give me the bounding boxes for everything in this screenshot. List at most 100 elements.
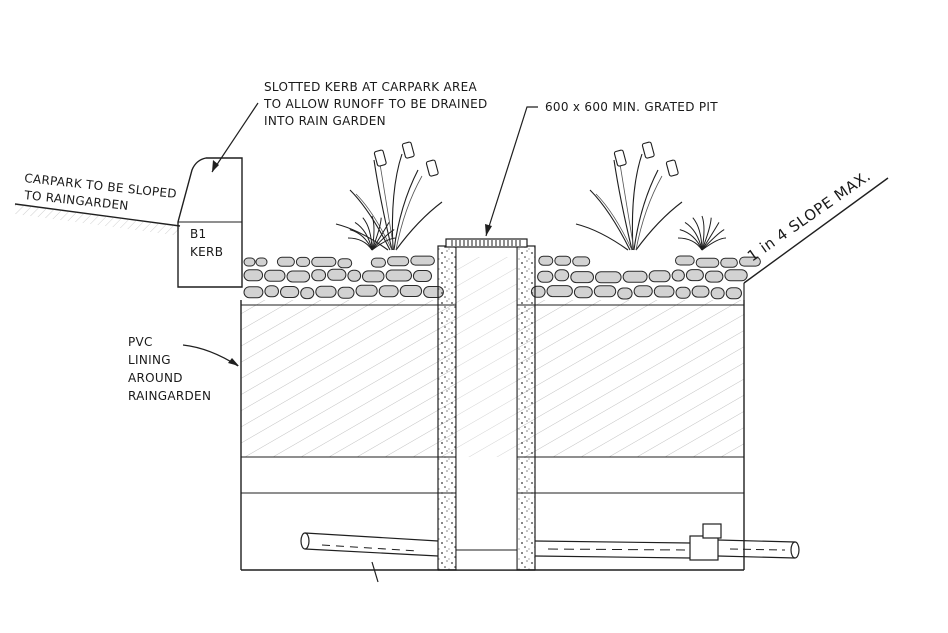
rock <box>538 255 554 266</box>
rock <box>385 269 413 282</box>
shrub-frond <box>701 229 725 251</box>
b1-kerb <box>177 157 243 288</box>
plant-leaf <box>619 163 635 251</box>
rock <box>573 286 593 299</box>
plant-icon <box>335 141 443 251</box>
rock <box>295 256 311 267</box>
plant-leaf <box>393 169 419 251</box>
shrub-frond <box>701 215 705 251</box>
shrub-frond <box>349 229 373 251</box>
kerb-type-label-1: B1 <box>190 227 206 241</box>
rock <box>724 269 748 282</box>
grate-icon <box>445 238 528 248</box>
arrowhead <box>485 224 492 236</box>
rock <box>739 256 761 267</box>
lining-note-line-3: AROUND <box>128 371 183 385</box>
slope-label: 1 in 4 SLOPE MAX. <box>744 167 874 266</box>
plant-leaf <box>379 163 395 251</box>
cattail-head <box>613 149 627 167</box>
rock <box>286 270 311 283</box>
rock <box>243 257 256 267</box>
rock <box>243 286 264 299</box>
plant-leaf <box>395 201 443 251</box>
rock <box>243 269 264 282</box>
arrowhead <box>212 160 219 172</box>
kerb-note-line-3: INTO RAIN GARDEN <box>264 114 386 128</box>
shrub-frond <box>692 217 703 251</box>
shrub-frond <box>371 229 395 251</box>
rock <box>337 286 355 299</box>
pipe-icon <box>300 523 800 561</box>
rock <box>633 285 653 298</box>
cattail-head <box>641 141 655 159</box>
rock <box>704 270 724 283</box>
rock <box>572 256 591 267</box>
rock <box>554 255 572 266</box>
rock <box>648 270 671 283</box>
kerb-type-label-2: KERB <box>190 245 223 259</box>
lining-note-line-4: RAINGARDEN <box>128 389 211 403</box>
plant-leaf <box>633 169 659 251</box>
rock <box>622 270 648 283</box>
rock <box>387 256 410 267</box>
plant-leaf <box>631 153 643 251</box>
arrowhead <box>228 358 239 366</box>
plant-icon <box>575 141 727 251</box>
cattail-head <box>665 159 679 177</box>
rock <box>280 286 300 298</box>
kerb-note-line-1: SLOTTED KERB AT CARPARK AREA <box>264 80 478 94</box>
shrub-frond <box>371 222 390 251</box>
rock <box>653 285 675 298</box>
rock <box>378 285 399 298</box>
rock <box>311 269 327 282</box>
rock <box>300 287 315 300</box>
rock <box>675 255 695 266</box>
plant-leaf <box>589 189 631 251</box>
rock <box>362 270 385 283</box>
cattail-head <box>425 159 439 177</box>
rock <box>691 285 710 298</box>
shrub-frond <box>701 217 712 251</box>
rock <box>276 256 295 267</box>
shrub-frond <box>679 229 703 251</box>
plant-leaf <box>373 159 393 251</box>
kerb-note-leader <box>211 102 259 173</box>
rock <box>311 256 337 267</box>
rock <box>337 258 353 269</box>
rock <box>264 285 279 298</box>
rock <box>264 269 286 282</box>
rock <box>685 269 704 282</box>
plant-leaf <box>635 175 663 251</box>
plant-leaf <box>613 159 633 251</box>
plant-leaf <box>349 189 391 251</box>
plant-leaf <box>595 193 633 251</box>
grated-pit <box>437 245 536 571</box>
kerb-note-line-2: TO ALLOW RUNOFF TO BE DRAINED <box>263 97 488 111</box>
shrub-frond <box>684 221 703 251</box>
rock <box>554 269 570 282</box>
rock <box>546 285 573 298</box>
shrub-frond <box>701 237 727 251</box>
plant-leaf <box>355 193 393 251</box>
rock <box>410 255 435 266</box>
lining-note-line-1: PVC <box>128 335 153 349</box>
rock <box>537 270 554 283</box>
rock <box>570 271 594 284</box>
rock <box>412 270 432 282</box>
lining-note-line-2: LINING <box>128 353 171 367</box>
rock <box>347 269 362 282</box>
plant-leaf <box>335 223 389 251</box>
pit-note: 600 x 600 MIN. GRATED PIT <box>545 100 718 114</box>
rock <box>255 257 268 267</box>
rock <box>595 271 622 284</box>
rock <box>399 285 423 297</box>
shrub-frond <box>371 215 375 251</box>
plant-leaf <box>395 175 423 251</box>
rock <box>675 286 691 299</box>
shrub-frond <box>371 237 397 251</box>
rock <box>617 287 633 300</box>
cattail-head <box>401 141 415 159</box>
plant-leaf <box>575 223 629 251</box>
shrub-frond <box>362 217 373 251</box>
